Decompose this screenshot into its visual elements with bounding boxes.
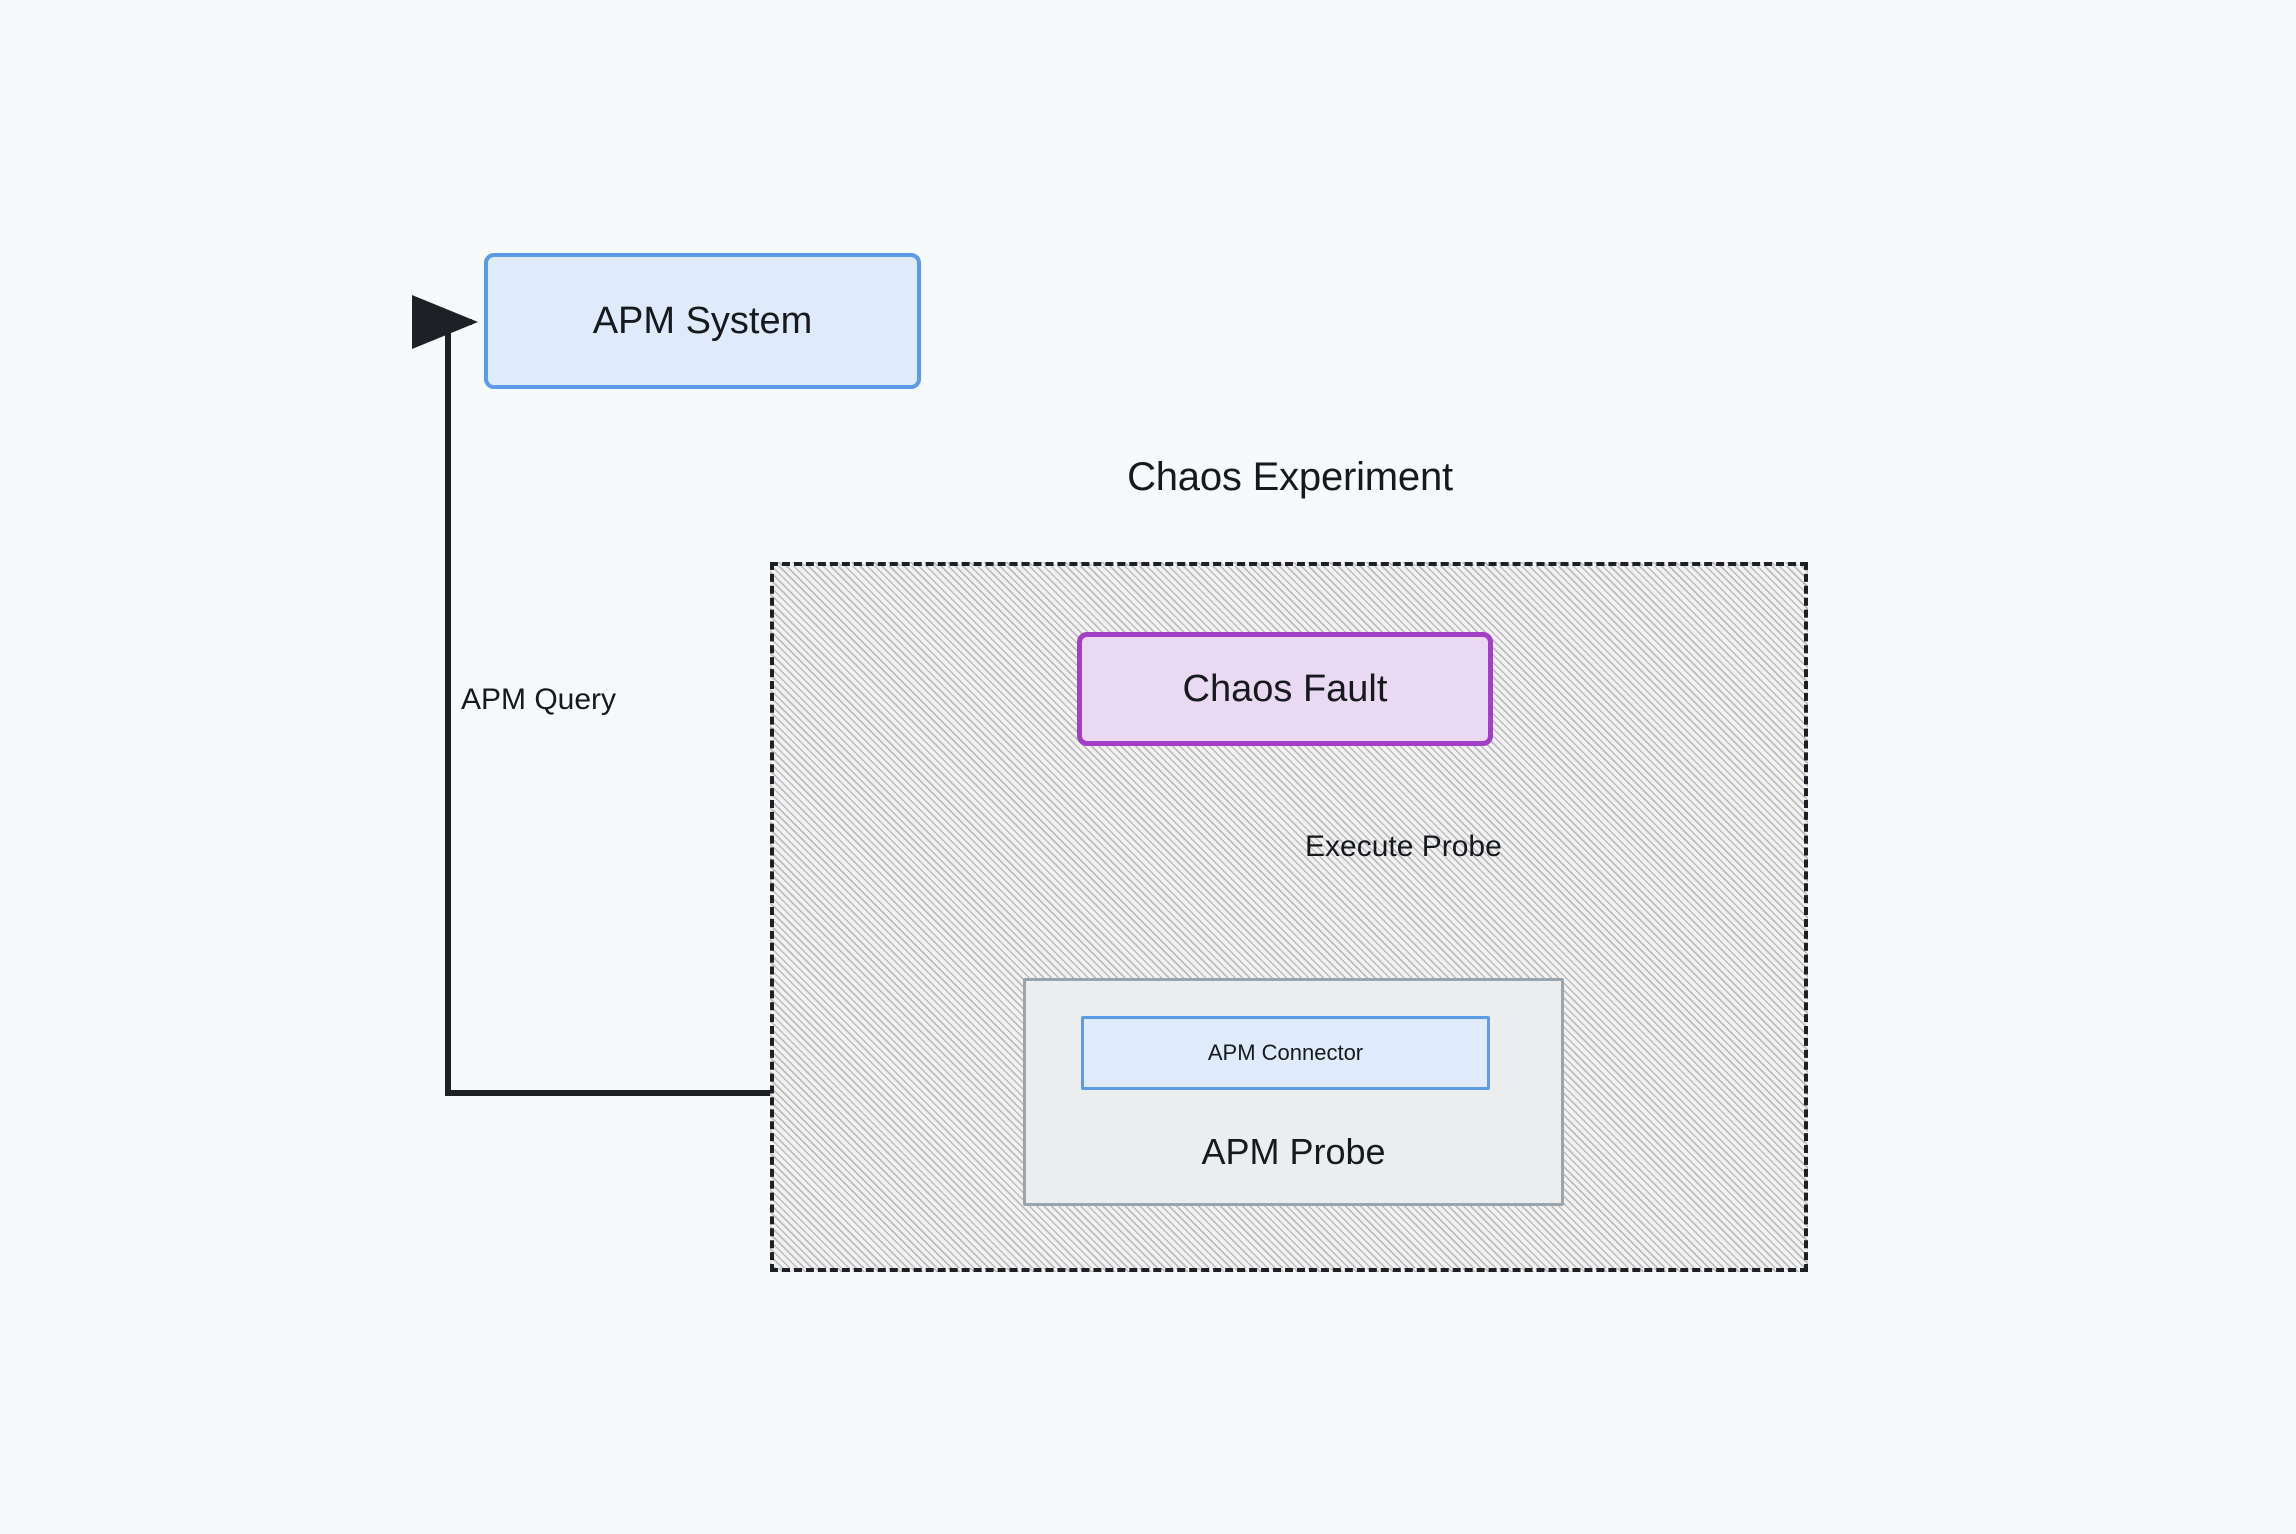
node-apm-system-label: APM System [592,299,813,342]
node-apm-system[interactable]: APM System [484,253,921,389]
node-apm-probe[interactable]: APM Connector APM Probe [1023,978,1564,1206]
edge-label-execute-probe: Execute Probe [1305,830,1502,863]
node-chaos-fault-label: Chaos Fault [1182,667,1388,710]
node-apm-connector-label: APM Connector [1207,1040,1364,1065]
node-apm-connector[interactable]: APM Connector [1081,1016,1490,1090]
edge-label-apm-query: APM Query [461,683,617,716]
node-apm-probe-label: APM Probe [1201,1131,1386,1172]
node-chaos-fault[interactable]: Chaos Fault [1077,632,1493,746]
chaos-experiment-title: Chaos Experiment [1127,455,1453,499]
